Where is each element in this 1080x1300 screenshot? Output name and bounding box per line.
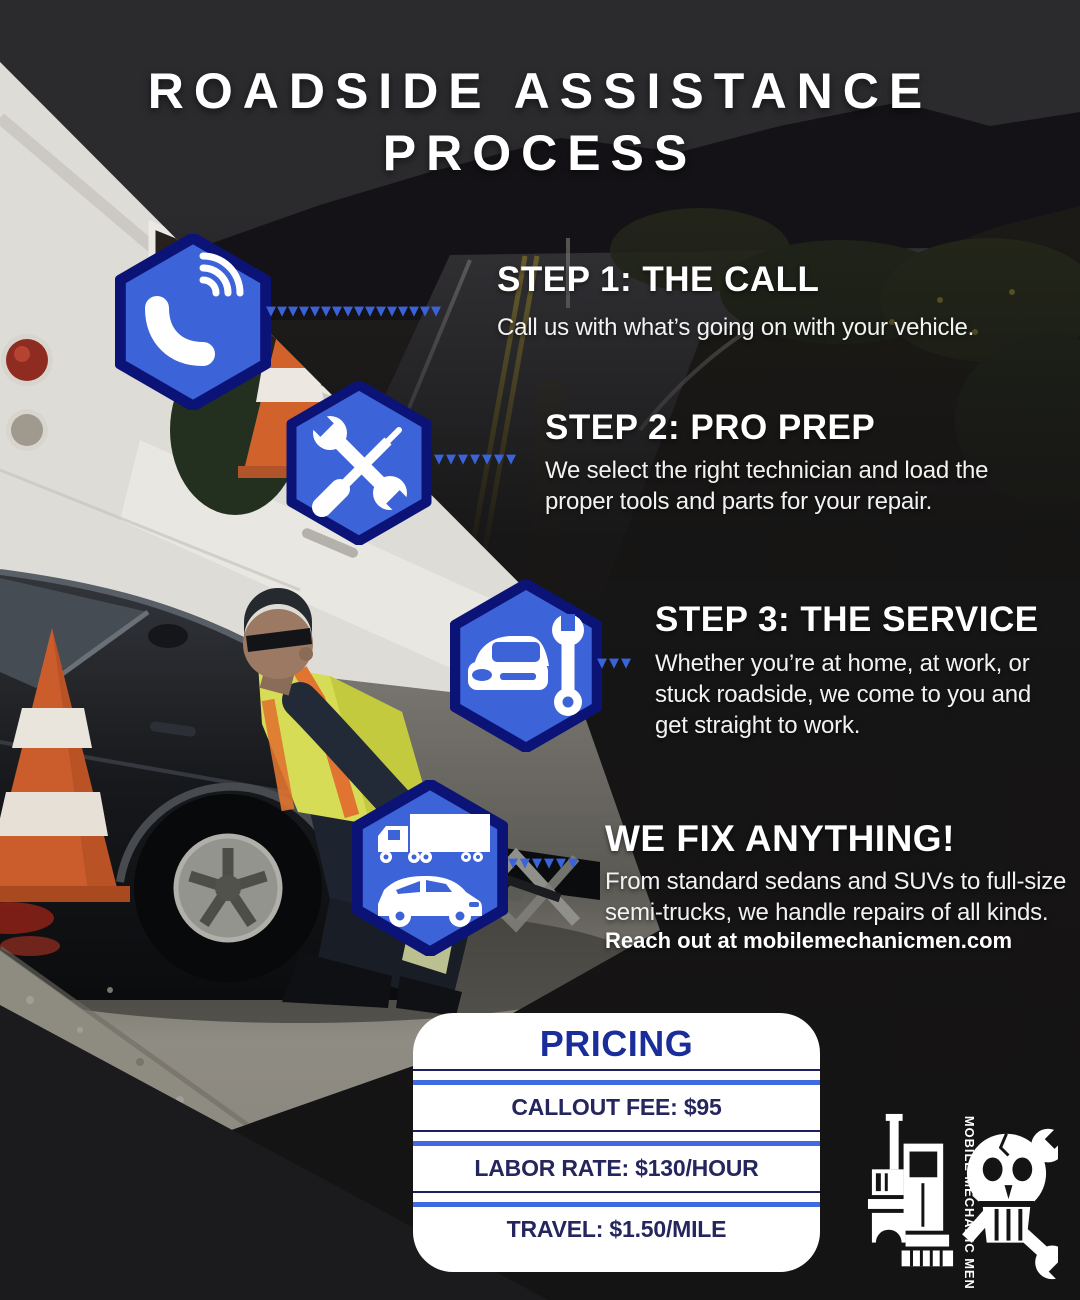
title-line-1: ROADSIDE ASSISTANCE	[147, 63, 933, 119]
we-fix-description: From standard sedans and SUVs to full-si…	[605, 866, 1066, 928]
step-3-description: Whether you’re at home, at work, or stuc…	[655, 648, 1031, 741]
step-2-line-2: proper tools and parts for your repair.	[545, 488, 933, 515]
we-fix-heading: WE FIX ANYTHING!	[605, 818, 955, 859]
step-1-description: Call us with what’s going on with your v…	[497, 312, 974, 343]
pricing-title: PRICING	[539, 1023, 694, 1064]
step-1-line-1: Call us with what’s going on with your v…	[497, 314, 975, 341]
website-link[interactable]: Reach out at mobilemechanicmen.com	[605, 928, 1013, 953]
step-3-line-3: get straight to work.	[655, 712, 861, 739]
connector-triangles-4: ▼▼▼▼▼▼	[508, 856, 580, 871]
step-1-heading: STEP 1: THE CALL	[497, 260, 820, 299]
logo-text: MOBILE MECHANIC MEN	[962, 1116, 977, 1290]
connector-triangles-2: ▼▼▼▼▼▼▼	[434, 452, 518, 467]
pricing-divider	[413, 1069, 820, 1085]
vehicles-icon	[352, 780, 508, 956]
pricing-row-callout: CALLOUT FEE: $95	[511, 1094, 722, 1120]
step-3-line-2: stuck roadside, we come to you and	[655, 681, 1032, 708]
title-line-2: PROCESS	[382, 125, 698, 181]
skull-icon	[966, 1133, 1047, 1243]
traffic-cone-left	[0, 628, 130, 902]
pricing-row-labor: LABOR RATE: $130/HOUR	[474, 1155, 759, 1181]
connector-triangles-3: ▼▼▼	[597, 656, 633, 671]
connector-triangles-1: ▼▼▼▼▼▼▼▼▼▼▼▼▼▼▼▼	[266, 304, 442, 319]
step-3-line-1: Whether you’re at home, at work, or	[655, 650, 1030, 677]
truck-icon	[867, 1113, 954, 1267]
we-fix-line-1: From standard sedans and SUVs to full-si…	[605, 868, 1067, 895]
pricing-row-travel: TRAVEL: $1.50/MILE	[506, 1216, 727, 1242]
pricing-card: PRICING CALLOUT FEE: $95 LABOR RATE: $13…	[413, 1013, 820, 1272]
we-fix-line-2: semi-trucks, we handle repairs of all ki…	[605, 899, 1049, 926]
step-2-description: We select the right technician and load …	[545, 455, 988, 517]
phone-icon	[115, 234, 271, 410]
page-title: ROADSIDE ASSISTANCE PROCESS	[0, 60, 1080, 184]
pricing-divider	[413, 1191, 820, 1207]
brand-logo: MOBILE MECHANIC MEN	[867, 1113, 1058, 1290]
step-2-heading: STEP 2: PRO PREP	[545, 408, 876, 447]
car-wrench-icon	[450, 580, 602, 752]
pricing-divider	[413, 1130, 820, 1146]
step-2-line-1: We select the right technician and load …	[545, 457, 989, 484]
tools-icon	[286, 381, 432, 545]
step-3-heading: STEP 3: THE SERVICE	[655, 600, 1039, 639]
